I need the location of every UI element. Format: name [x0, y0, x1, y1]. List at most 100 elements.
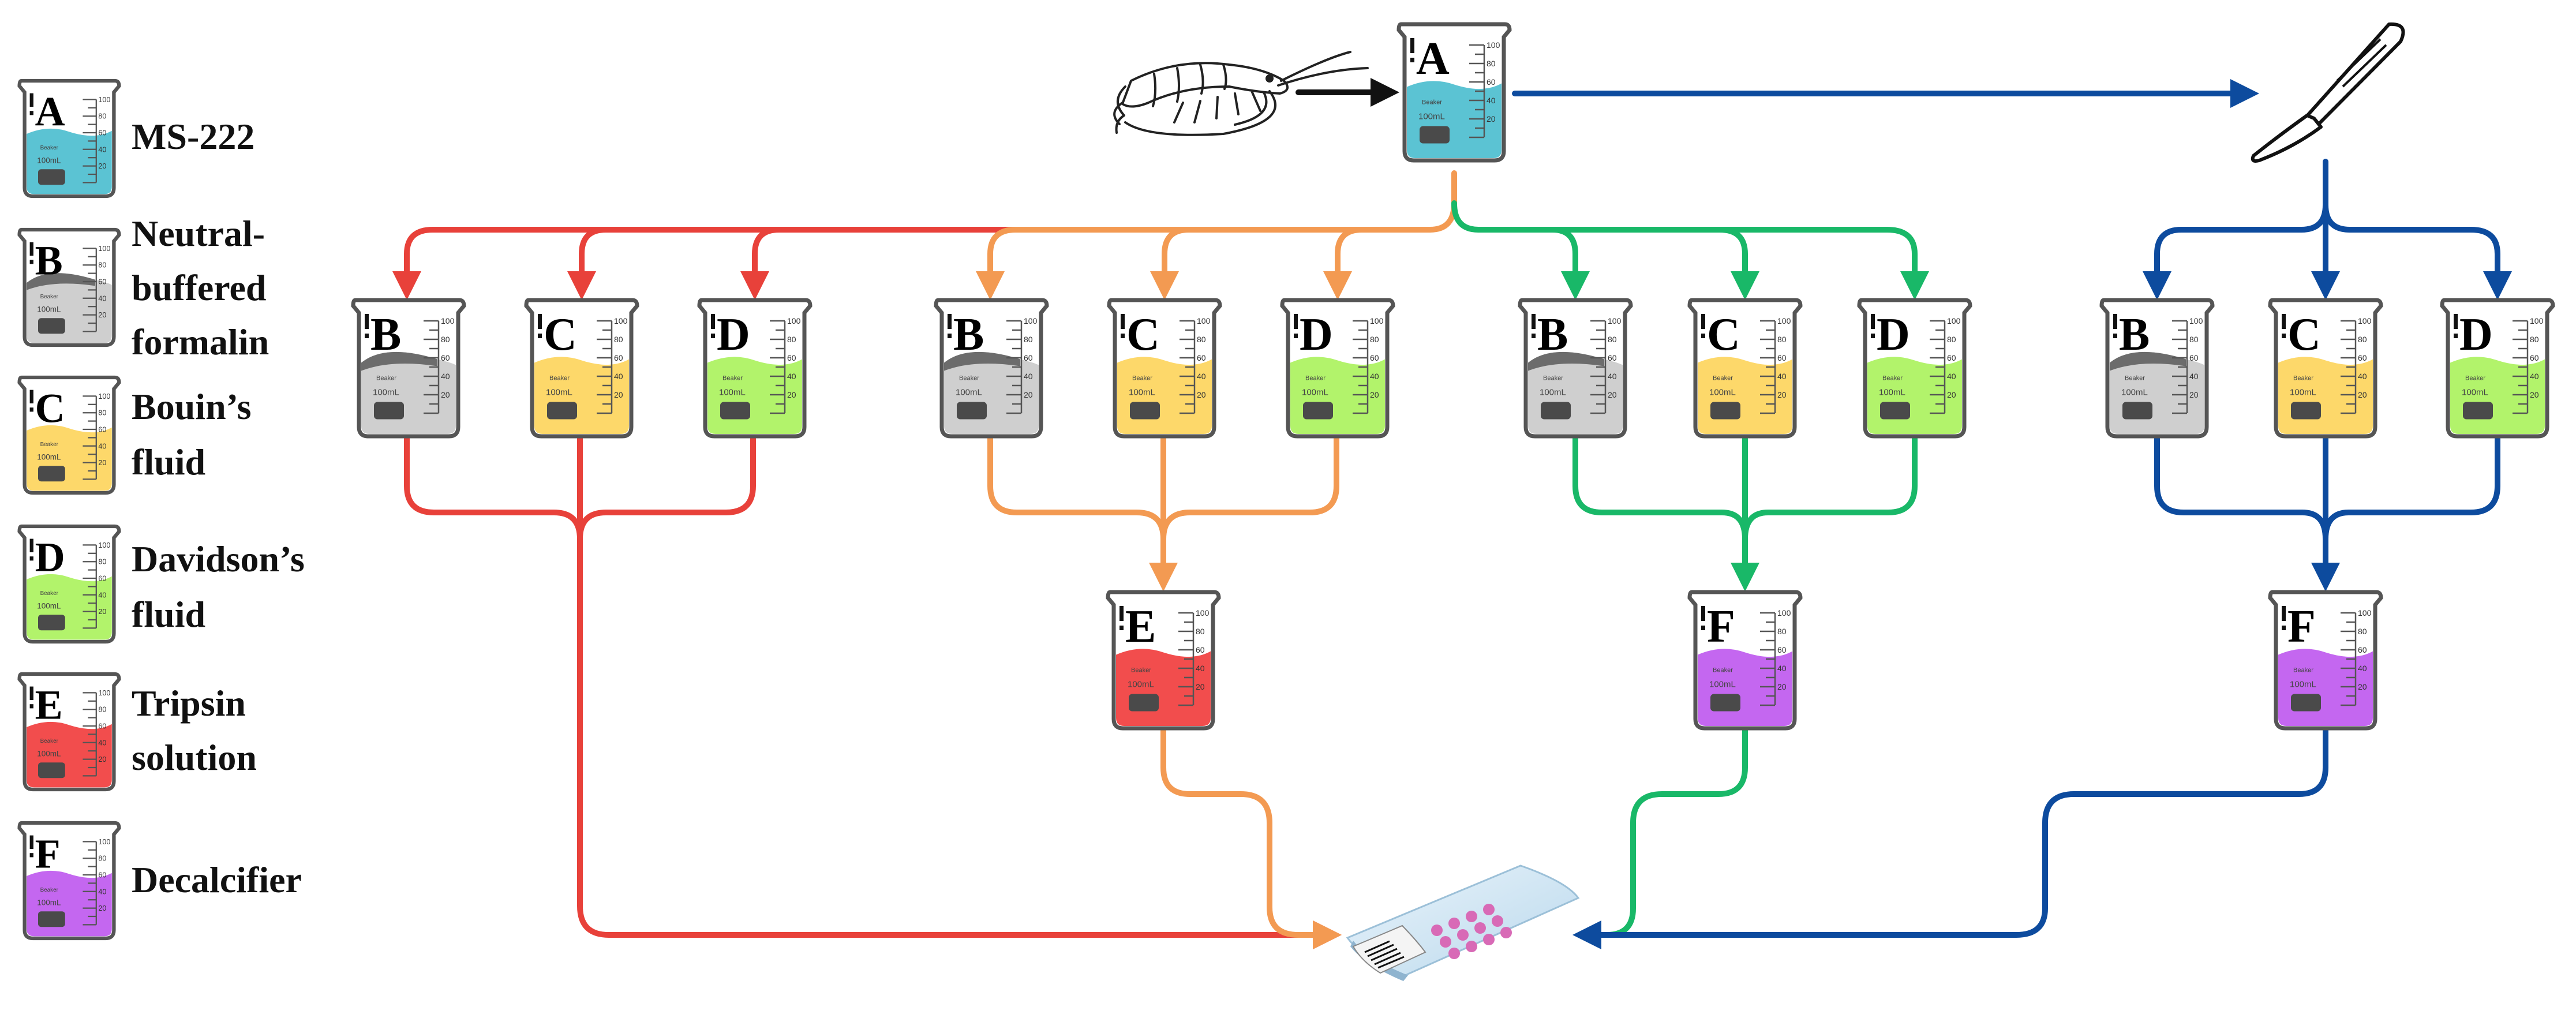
beaker-green-b-volume-label: 100mL	[1540, 388, 1566, 398]
beaker-green-b-label-plate	[1541, 402, 1571, 420]
beaker-orange-b-tick-label: 80	[1024, 335, 1033, 344]
beaker-orange-b-mark-bar	[948, 314, 952, 329]
beaker-green-b-mark-bar	[1532, 314, 1536, 329]
beaker-red-d-mark-dot	[711, 334, 715, 338]
beaker-red-d-tick-label: 100	[787, 316, 801, 325]
beaker-green-b-brand-label: Beaker	[1543, 375, 1563, 382]
beaker-green-d-tick-label: 60	[1947, 353, 1956, 362]
beaker-blue-d-tick-label: 40	[2530, 372, 2539, 381]
beaker-red-b-mark-bar	[365, 314, 369, 329]
beaker-a-source-tick-label: 100	[1487, 40, 1500, 50]
legend-beaker-b-tick-label: 80	[98, 261, 106, 270]
beaker-orange-d-label-plate	[1303, 402, 1333, 420]
legend-beaker-c-mark-dot	[29, 407, 33, 412]
beaker-green-b-mark-dot	[1532, 334, 1536, 338]
blue-distribution-right	[2323, 202, 2512, 300]
legend-beaker-b-mark-dot	[29, 260, 33, 264]
beaker-orange-e-letter: E	[1125, 601, 1156, 652]
beaker-blue-b-brand-label: Beaker	[2125, 375, 2145, 382]
beaker-orange-b-letter: B	[953, 309, 984, 360]
beaker-orange-c-letter: C	[1126, 309, 1160, 360]
beaker-orange-e-tick-label: 80	[1196, 627, 1205, 636]
beaker-a-source-label-plate	[1420, 126, 1450, 144]
beaker-green-d-tick-label: 20	[1947, 390, 1956, 399]
legend-beaker-e-tick-label: 20	[98, 755, 106, 764]
beaker-green-c-brand-label: Beaker	[1713, 375, 1733, 382]
beaker-blue-f-brand-label: Beaker	[2293, 667, 2313, 674]
beaker-orange-d-mark-bar	[1294, 314, 1298, 329]
legend-label-c-line1: Bouin’s	[132, 386, 252, 427]
legend-beaker-d-letter: D	[35, 534, 65, 580]
legend-beaker-b-tick-label: 20	[98, 311, 106, 319]
legend-label-c-line2: fluid	[132, 441, 205, 482]
microscope-slide	[1346, 864, 1580, 981]
orange-merge-d	[1160, 436, 1339, 542]
orange-distribution-bar	[976, 227, 1433, 300]
beaker-green-f-mark-dot	[1701, 626, 1705, 630]
red-distribution-bar	[392, 227, 1019, 300]
beaker-orange-b-tick-label: 60	[1024, 353, 1033, 362]
legend-beaker-e-tick-label: 100	[98, 689, 110, 697]
green-merge-b	[1572, 436, 1748, 542]
beaker-blue-f-label-plate	[2291, 694, 2321, 712]
beaker-green-c-letter: C	[1707, 309, 1740, 360]
beaker-red-c-tick-label: 20	[614, 390, 623, 399]
legend-beaker-e-volume-label: 100mL	[37, 749, 61, 758]
beaker-orange-e-tick-label: 20	[1196, 682, 1205, 691]
beaker-orange-e-tick-label: 40	[1196, 664, 1205, 673]
beaker-red-c-volume-label: 100mL	[546, 388, 572, 398]
beaker-green-f-tick-label: 20	[1777, 682, 1787, 691]
beaker-green-c-tick-label: 100	[1777, 316, 1791, 325]
beaker-orange-b-volume-label: 100mL	[956, 388, 982, 398]
beaker-orange-b-tick-label: 100	[1024, 316, 1038, 325]
legend-beaker-e-tick-label: 40	[98, 739, 106, 747]
legend-beaker-b-tick-label: 60	[98, 278, 106, 286]
beaker-green-b-tick-label: 100	[1608, 316, 1622, 325]
beaker-green-b-tick-label: 80	[1608, 335, 1617, 344]
beaker-red-b-tick-label: 40	[441, 372, 450, 381]
beaker-green-f-mark-bar	[1701, 606, 1705, 621]
legend-beaker-c-brand-label: Beaker	[40, 441, 59, 448]
red-merge-d	[577, 436, 756, 542]
legend-beaker-f-tick-label: 20	[98, 904, 106, 912]
blue-merge-d	[2323, 436, 2500, 542]
beaker-red-c-letter: C	[544, 309, 577, 360]
legend-beaker-b-volume-label: 100mL	[37, 305, 61, 313]
legend-beaker-f-label-plate	[38, 911, 65, 927]
beaker-blue-b-volume-label: 100mL	[2121, 388, 2148, 398]
red-branch-d	[740, 227, 782, 300]
beaker-red-b-tick-label: 20	[441, 390, 450, 399]
beaker-red-d-label-plate	[720, 402, 750, 420]
beaker-orange-b-tick-label: 20	[1024, 390, 1033, 399]
legend-beaker-a-letter: A	[35, 88, 65, 134]
blue-merge-b	[2154, 436, 2328, 542]
green-f-to-slide	[1584, 725, 1748, 938]
beaker-red-d-brand-label: Beaker	[722, 375, 743, 382]
beaker-blue-b-letter: B	[2119, 309, 2150, 360]
beaker-green-c-mark-bar	[1701, 314, 1705, 329]
slide-tissue-dots	[1431, 904, 1512, 959]
beaker-green-d-volume-label: 100mL	[1879, 388, 1905, 398]
green-branch-b	[1549, 227, 1590, 300]
legend-beaker-e-mark-dot	[29, 704, 33, 709]
beaker-red-d-tick-label: 80	[787, 335, 796, 344]
red-to-slide	[577, 436, 1342, 949]
beaker-green-d-brand-label: Beaker	[1882, 375, 1903, 382]
beaker-green-c-tick-label: 40	[1777, 372, 1787, 381]
beaker-green-d-tick-label: 40	[1947, 372, 1956, 381]
orange-e-to-slide	[1160, 725, 1342, 949]
legend-beaker-d-tick-label: 80	[98, 558, 106, 566]
beaker-orange-b-label-plate	[957, 402, 987, 420]
legend-beaker-f-brand-label: Beaker	[40, 887, 59, 893]
legend-beaker-c-volume-label: 100mL	[37, 452, 61, 461]
legend-beaker-a-tick-label: 40	[98, 145, 106, 154]
beaker-blue-d-tick-label: 80	[2530, 335, 2539, 344]
beaker-red-c-tick-label: 40	[614, 372, 623, 381]
